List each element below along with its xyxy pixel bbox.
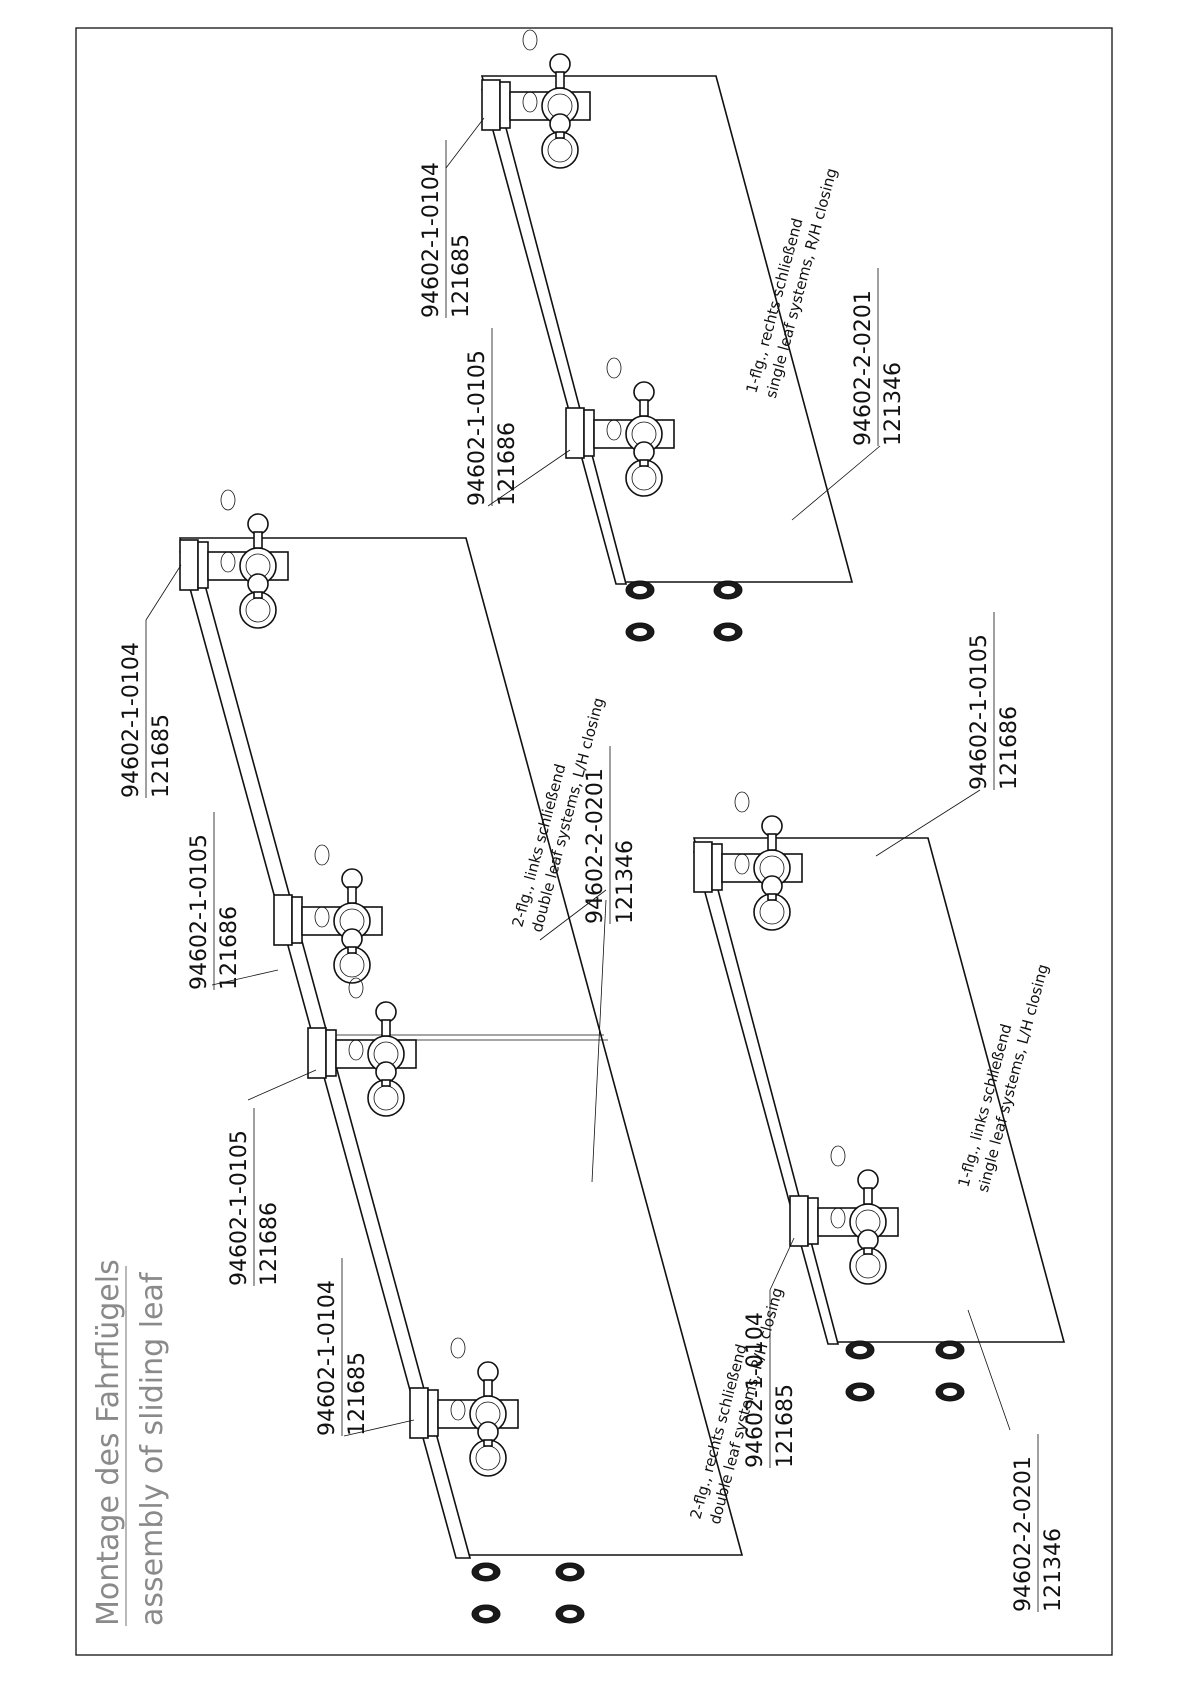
part-number: 121685 [449, 234, 474, 318]
title-block: Montage des Fahrflügels assembly of slid… [91, 1259, 170, 1626]
label-double-leaf: 94602-2-0201 121346 [583, 746, 638, 924]
part-number: 121685 [345, 1352, 370, 1436]
part-code: 94602-1-0105 [187, 834, 212, 990]
label-single-lh-hanger-mid: 94602-1-0105 121686 [967, 612, 1022, 790]
part-code: 94602-1-0105 [967, 634, 992, 790]
part-code: 94602-1-0104 [743, 1312, 768, 1468]
part-code: 94602-2-0201 [583, 768, 608, 924]
title-de: Montage des Fahrflügels [91, 1259, 126, 1626]
part-code: 94602-1-0104 [119, 642, 144, 798]
part-number: 121686 [495, 422, 520, 506]
label-single-rh-leaf: 94602-2-0201 121346 [851, 268, 906, 446]
label-double-hanger-end-2: 94602-1-0104 121685 [315, 1258, 370, 1436]
double-leaf-assembly [145, 489, 744, 1624]
label-single-rh-hanger-end: 94602-1-0104 121685 [419, 140, 474, 318]
part-number: 121346 [1041, 1528, 1066, 1612]
part-code: 94602-1-0105 [465, 350, 490, 506]
label-single-lh-hanger-end: 94602-1-0104 121685 [743, 1290, 798, 1468]
part-code: 94602-2-0201 [1011, 1456, 1036, 1612]
part-number: 121686 [997, 706, 1022, 790]
single-leaf-rh-assembly [445, 29, 881, 642]
part-number: 121686 [257, 1202, 282, 1286]
label-double-hanger-mid-2: 94602-1-0105 121686 [227, 1108, 282, 1286]
part-code: 94602-2-0201 [851, 290, 876, 446]
part-code: 94602-1-0105 [227, 1130, 252, 1286]
label-single-lh-leaf: 94602-2-0201 121346 [1011, 1434, 1066, 1612]
label-double-hanger-end-1: 94602-1-0104 121685 [119, 620, 174, 798]
part-number: 121685 [773, 1384, 798, 1468]
single-leaf-lh-assembly [692, 789, 1066, 1431]
part-number: 121346 [881, 362, 906, 446]
part-number: 121686 [217, 906, 242, 990]
part-code: 94602-1-0104 [315, 1280, 340, 1436]
part-number: 121346 [613, 840, 638, 924]
part-number: 121685 [149, 714, 174, 798]
title-en: assembly of sliding leaf [135, 1271, 170, 1626]
drawing-frame [75, 27, 1113, 1656]
part-code: 94602-1-0104 [419, 162, 444, 318]
label-double-hanger-mid-1: 94602-1-0105 121686 [187, 812, 242, 990]
label-single-rh-hanger-mid: 94602-1-0105 121686 [465, 328, 520, 506]
